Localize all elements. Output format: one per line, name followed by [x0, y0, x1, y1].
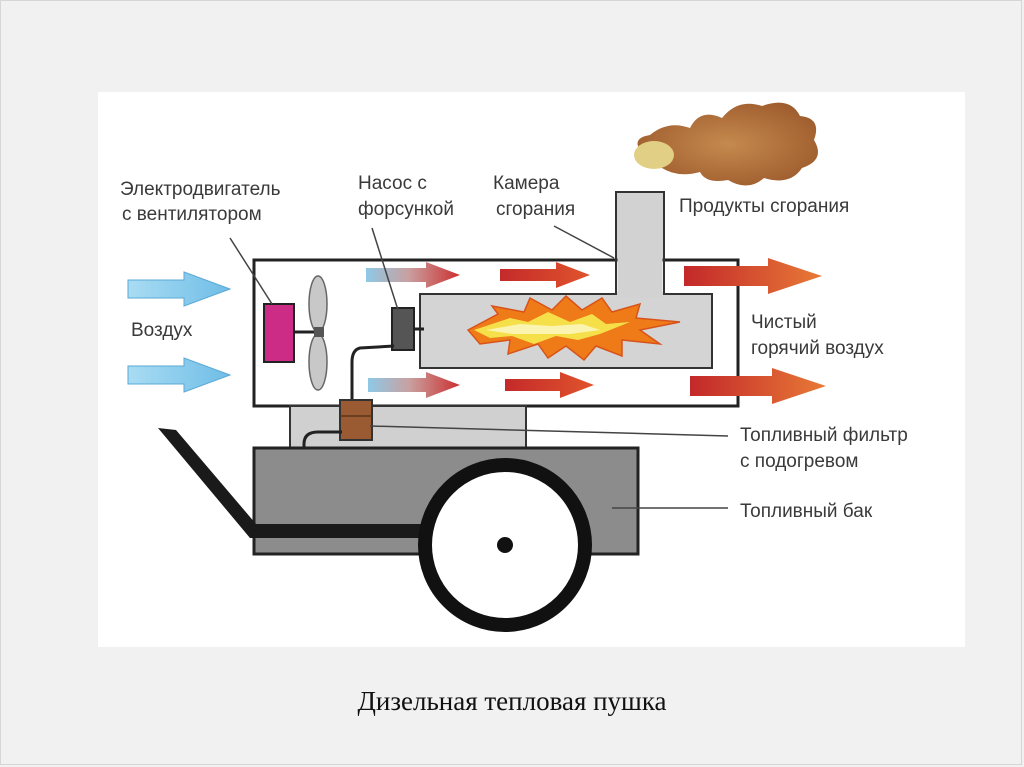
chamber-chimney-joint: [617, 292, 663, 298]
label-exhaust: Продукты сгорания: [679, 196, 850, 217]
label-pump-line1: Насос с: [358, 173, 427, 194]
label-motor-line2: с вентилятором: [122, 204, 262, 225]
intake-arrow-lower: [368, 372, 460, 398]
leader-lines: [229, 225, 729, 509]
outlet-arrow-upper: [684, 258, 822, 294]
label-chamber-line2: сгорания: [496, 199, 576, 220]
wheel: [418, 458, 592, 632]
exhaust-smoke: [634, 102, 818, 186]
electric-motor: [263, 303, 295, 363]
air-inlet-arrow-upper: [127, 271, 232, 307]
slide-caption: Дизельная тепловая пушка: [357, 686, 667, 716]
fuel-filter: [339, 399, 373, 441]
leader-motor: [229, 237, 273, 305]
label-pump-line2: форсункой: [358, 199, 454, 220]
label-chamber-line1: Камера: [493, 173, 560, 194]
label-motor-line1: Электродвигатель: [120, 179, 281, 200]
outlet-arrow-lower: [690, 368, 826, 404]
label-tank: Топливный бак: [740, 501, 873, 522]
label-filter-line2: с подогревом: [740, 451, 859, 472]
label-hot-air-line1: Чистый: [751, 312, 817, 333]
pump-nozzle: [391, 307, 415, 351]
fuel-line-upper: [350, 344, 395, 402]
chimney-passage: [617, 255, 663, 299]
leader-pump: [371, 227, 399, 311]
leader-chamber: [553, 225, 615, 259]
label-filter-line1: Топливный фильтр: [740, 425, 908, 446]
fan: [308, 275, 328, 391]
air-inlet-arrow-lower: [127, 357, 232, 393]
flame: [466, 294, 681, 362]
hot-arrow-upper-mid: [500, 262, 590, 288]
label-hot-air-line2: горячий воздух: [751, 338, 884, 359]
label-air: Воздух: [131, 320, 193, 341]
hot-arrow-lower-mid: [505, 372, 594, 398]
fuel-line-lower: [302, 430, 342, 456]
leader-filter: [369, 425, 729, 437]
cart-handle: [158, 428, 470, 538]
